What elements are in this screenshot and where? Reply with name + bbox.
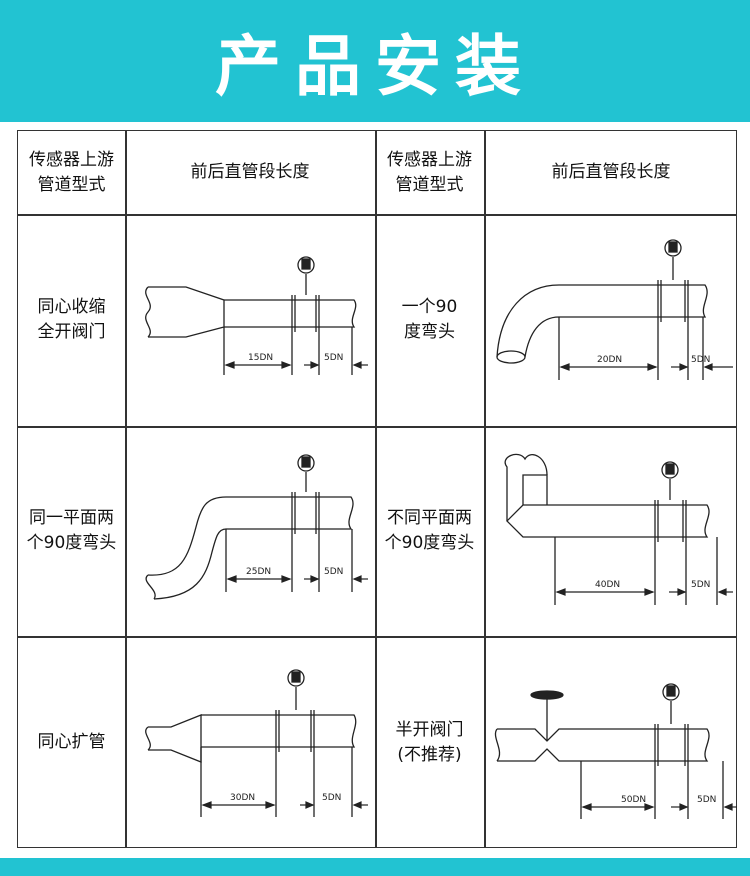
diagram-concentric-expander: 30DN 5DN [126, 637, 375, 848]
dim-upstream: 15DN [248, 353, 273, 363]
dim-downstream: 5DN [324, 567, 343, 577]
row-divider [18, 636, 736, 638]
elbow-outer [496, 284, 560, 358]
col-divider [125, 131, 127, 847]
row-divider [18, 214, 736, 216]
header-banner: 产品安装 [0, 0, 750, 122]
diagram-single-elbow: 20DN 5DN [485, 215, 738, 425]
header-straight-length-2: 前后直管段长度 [551, 162, 671, 182]
diagram-concentric-reducer: 15DN 5DN [126, 215, 375, 425]
vertical-riser [522, 474, 548, 505]
dim-downstream: 5DN [324, 353, 343, 363]
elbow-inner [524, 316, 560, 358]
footer-bar [0, 858, 750, 876]
header-pipe-type-2: 传感器上游 管道型式 [387, 149, 472, 195]
installation-table: 传感器上游 管道型式 前后直管段长度 传感器上游 管道型式 前后直管段长度 同心… [17, 130, 737, 848]
page-title: 产品安装 [215, 28, 535, 105]
dim-downstream: 5DN [691, 580, 710, 590]
dim-upstream: 30DN [230, 793, 255, 803]
s-bend-inner [153, 528, 227, 600]
dim-upstream: 25DN [246, 567, 271, 577]
col-divider [484, 131, 486, 847]
s-bend-outer [147, 496, 227, 576]
header-straight-length: 前后直管段长度 [190, 162, 310, 182]
label-two-elbows-diff-plane: 不同平面两 个90度弯头 [384, 508, 475, 553]
pipe-wide [148, 286, 225, 338]
pipe-narrow [224, 299, 357, 328]
label-two-elbows-same-plane: 同一平面两 个90度弯头 [26, 508, 117, 553]
dim-upstream: 40DN [595, 580, 620, 590]
pipe-break [145, 286, 151, 338]
diagram-two-elbows-diff-plane: 40DN 5DN [485, 427, 738, 635]
pipe-main [226, 496, 354, 530]
header-pipe-type: 传感器上游 管道型式 [29, 149, 114, 195]
pipe-main [559, 284, 708, 318]
pipe-with-valve [497, 728, 710, 762]
diagram-half-open-valve: 50DN 5DN [485, 637, 738, 848]
diagram-two-elbows-same-plane: 25DN 5DN [126, 427, 375, 635]
label-half-open-valve: 半开阀门 (不推荐) [395, 719, 464, 765]
label-concentric-reducer: 同心收缩 全开阀门 [37, 297, 106, 342]
pipe-narrow [148, 714, 202, 763]
pipe-wide [201, 714, 357, 748]
label-single-elbow: 一个90 度弯头 [401, 297, 458, 342]
dim-downstream: 5DN [697, 795, 716, 805]
pipe-main [555, 504, 710, 538]
valve-handwheel [530, 690, 564, 700]
riser-top [504, 453, 548, 521]
elbow-body [506, 504, 555, 538]
dim-upstream: 20DN [597, 355, 622, 365]
row-divider [18, 426, 736, 428]
dim-upstream: 50DN [621, 795, 646, 805]
label-concentric-expander: 同心扩管 [37, 732, 106, 752]
col-divider [375, 131, 377, 847]
dim-downstream: 5DN [691, 355, 710, 365]
dim-downstream: 5DN [322, 793, 341, 803]
